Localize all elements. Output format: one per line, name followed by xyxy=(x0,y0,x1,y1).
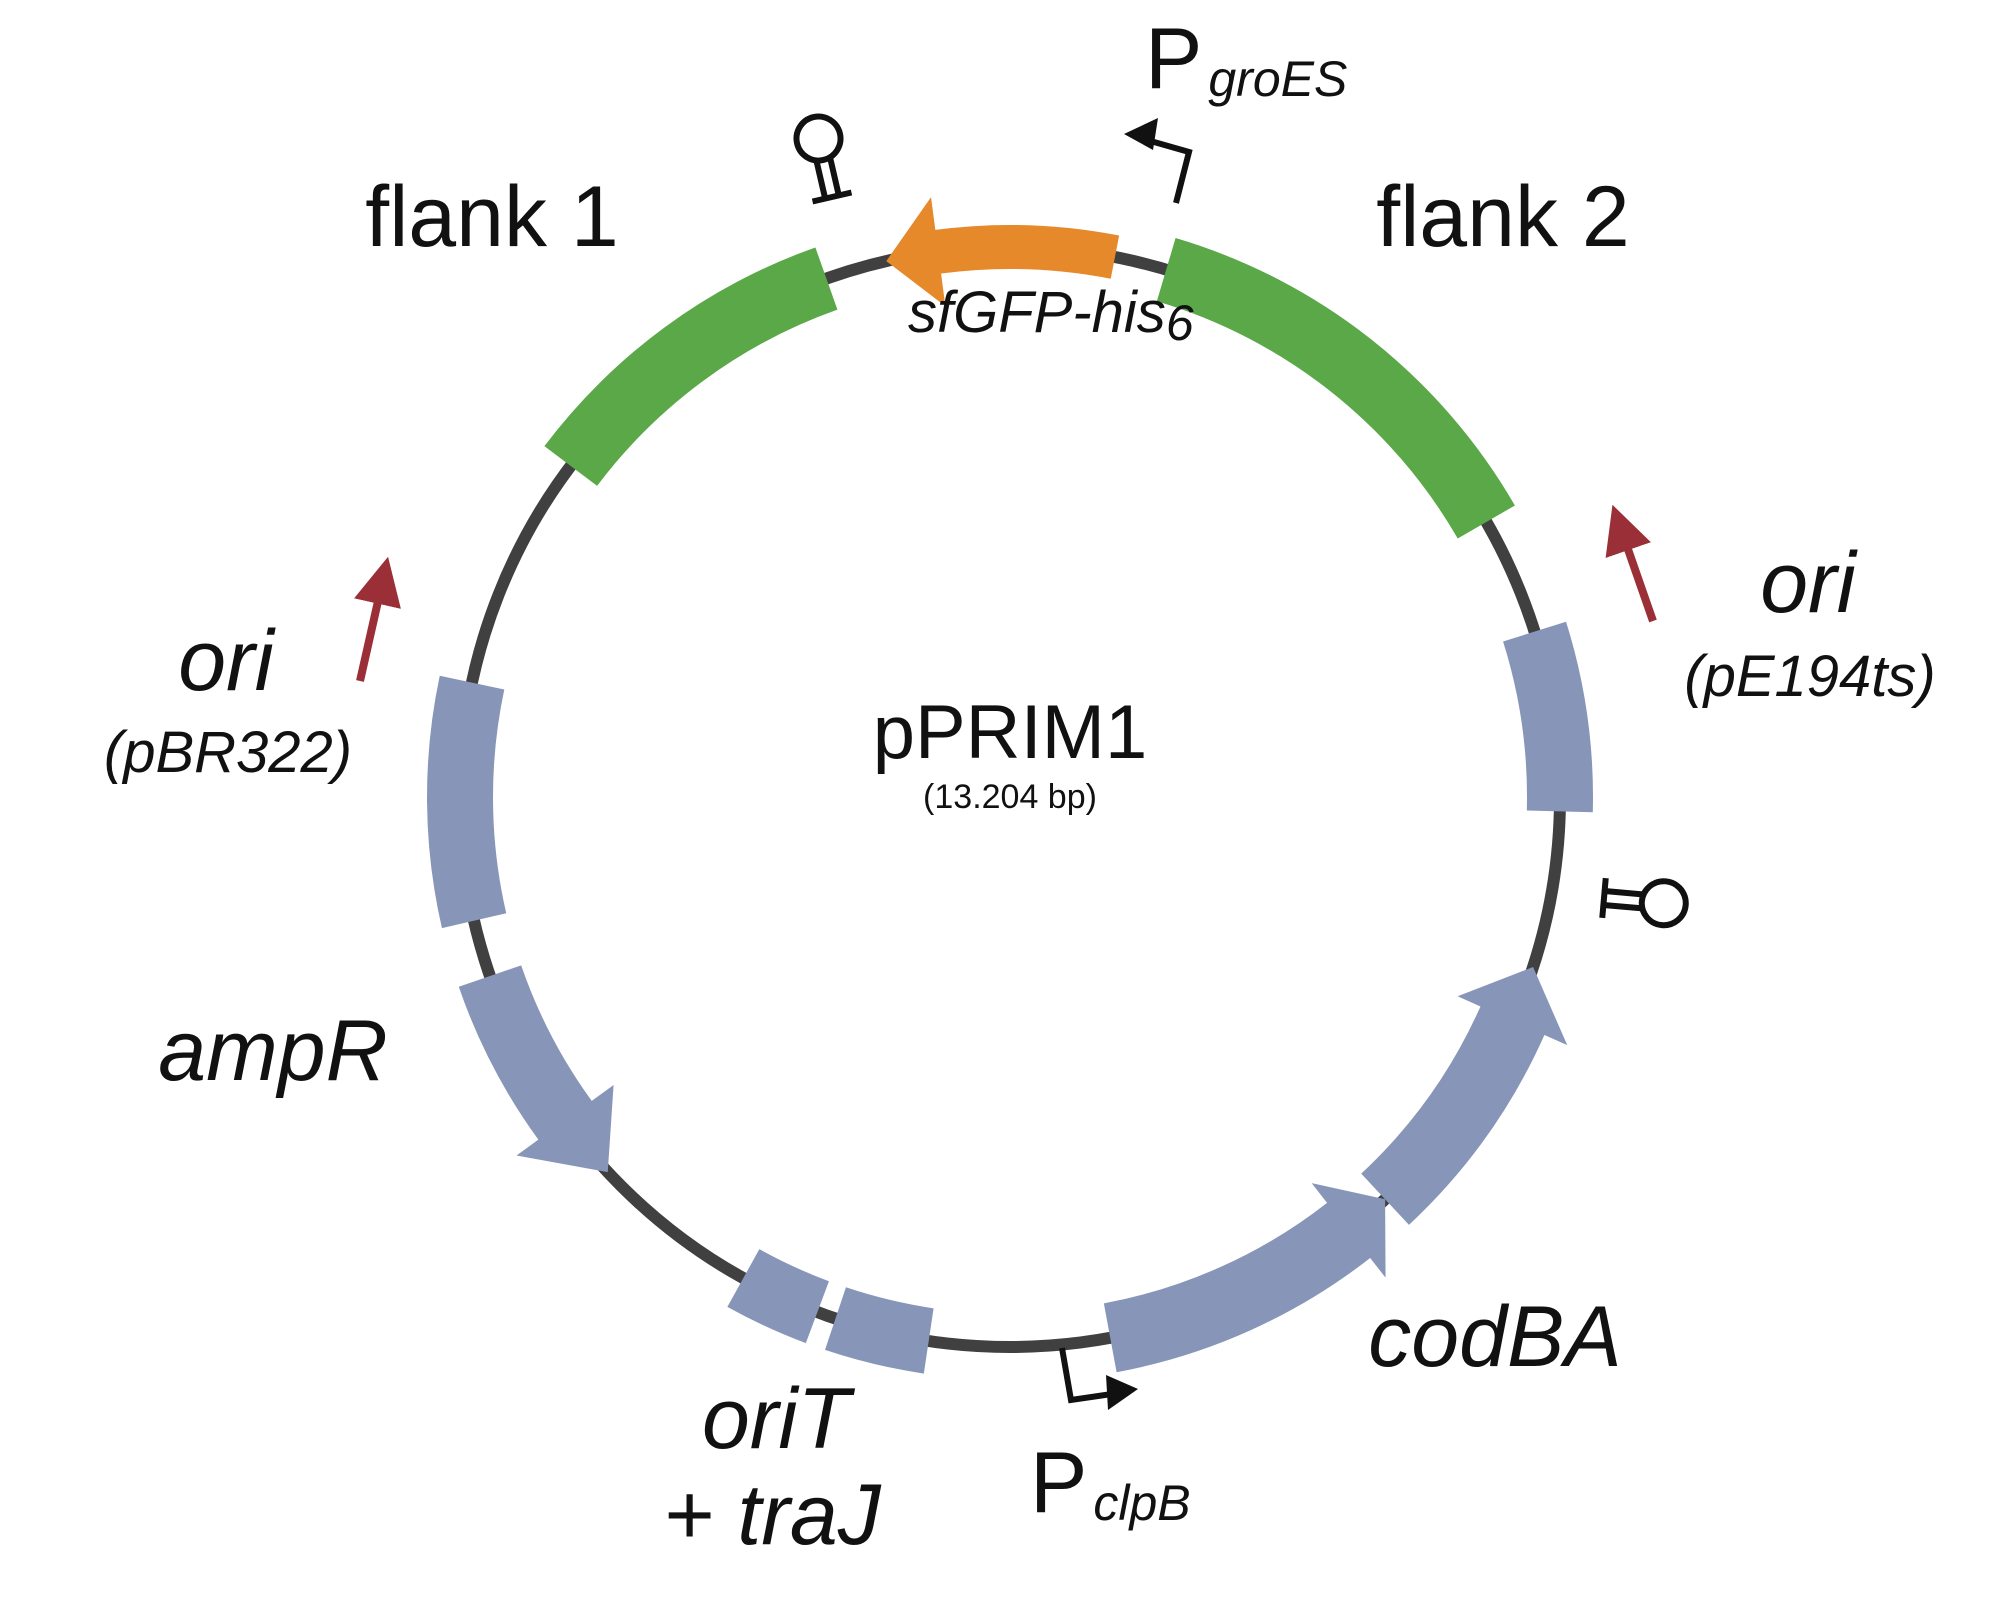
replication-arrow-icon xyxy=(354,556,401,682)
codba-label: codBA xyxy=(1368,1289,1621,1385)
flank1-label: flank 1 xyxy=(365,169,618,265)
ori-pbr322-sublabel: (pBR322) xyxy=(104,720,352,785)
flank2-segment xyxy=(1156,238,1515,539)
sfgfp-label: sfGFP-his6 xyxy=(908,280,1194,351)
traj-label: + traJ xyxy=(663,1467,881,1563)
ampr-segment xyxy=(458,965,614,1173)
flank1-segment xyxy=(544,247,838,486)
coda-segment xyxy=(1361,966,1568,1225)
sfgfp-segment xyxy=(886,197,1120,307)
traj-segment xyxy=(825,1287,934,1374)
ampr-label: ampR xyxy=(158,1003,387,1099)
flank2-label: flank 2 xyxy=(1376,169,1629,265)
orit-segment xyxy=(727,1249,829,1344)
plasmid-name: pPRIM1 xyxy=(873,690,1148,775)
terminator-icon xyxy=(1599,877,1689,929)
promoter-arrow-icon xyxy=(1124,118,1193,204)
ori-pe194ts-segment xyxy=(1503,621,1593,813)
ori-pbr322-segment xyxy=(427,675,507,929)
orit-label: oriT xyxy=(702,1371,856,1467)
ori-pe194ts-sublabel: (pE194ts) xyxy=(1684,644,1935,709)
codb-segment xyxy=(1103,1183,1386,1373)
promoter-arrow-icon xyxy=(1059,1347,1138,1410)
plasmid-size: (13.204 bp) xyxy=(923,778,1097,816)
ori-pe194ts-label: ori xyxy=(1760,535,1858,631)
replication-arrow-icon xyxy=(1605,504,1657,623)
ori-pbr322-label: ori xyxy=(178,613,276,709)
terminator-icon xyxy=(793,113,853,205)
